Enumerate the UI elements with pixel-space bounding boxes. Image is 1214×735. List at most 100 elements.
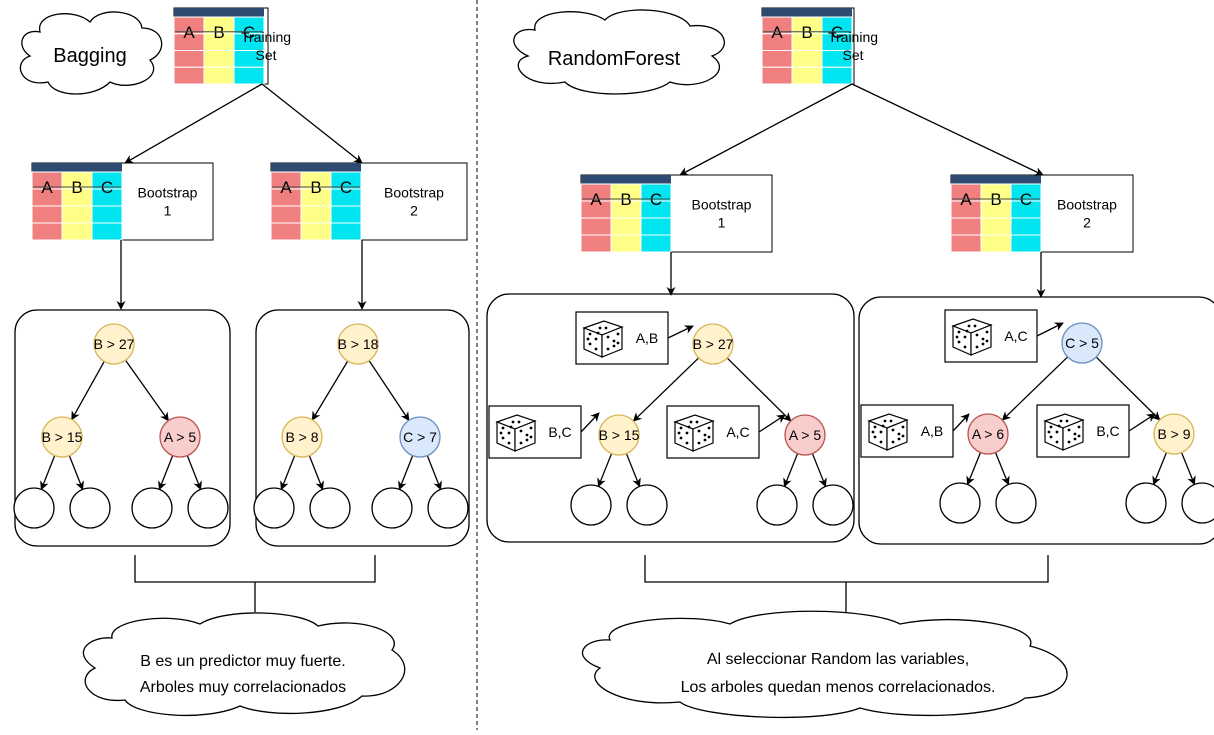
arrow-rf-training-to-bootstrap-2 <box>851 83 1044 176</box>
bagging-tree-2-container <box>255 309 470 547</box>
dice-pip <box>596 331 600 335</box>
bagging-tree-1-leaf-node-2 <box>69 487 111 529</box>
dice-pip <box>501 426 505 430</box>
rf-tree-2-dice-right-features: B,C <box>1096 423 1119 439</box>
dice-pip <box>509 425 513 429</box>
rf-bootstrap-1-cell <box>610 234 642 253</box>
dice-pip <box>507 431 511 435</box>
bagging-tree-1-right-node <box>159 416 201 458</box>
dice-pip <box>525 433 529 437</box>
rf-training-set-cell <box>791 66 823 85</box>
rf-tree-2-dice-left-arrow <box>952 413 970 432</box>
bagging-tree-2-leaf-node-2 <box>309 487 351 529</box>
dice-pip <box>975 345 979 349</box>
bagging-training-set-cell <box>203 66 235 85</box>
bagging-bootstrap-2-label: Bootstrap <box>384 185 444 201</box>
dice-pip <box>695 420 699 424</box>
tree-edge <box>398 455 414 491</box>
dice-pip <box>1067 440 1071 444</box>
rf-tree-2-container <box>858 296 1214 545</box>
tree-edge <box>632 357 700 422</box>
bagging-tree-2-right-node-label: C > 7 <box>403 429 437 445</box>
rf-tree-1-dice-right-features: A,C <box>726 424 749 440</box>
bagging-note-cloud: B es un predictor muy fuerte. Arboles mu… <box>82 612 406 717</box>
dice-icon <box>495 414 537 452</box>
rf-bootstrap-2-cell <box>950 234 982 253</box>
bagging-bootstrap-2-cell <box>330 222 362 241</box>
dice-pip <box>871 430 875 434</box>
dice-pip <box>963 345 967 349</box>
tree-edge <box>308 455 324 491</box>
tree-edge <box>158 455 174 491</box>
dice-pip <box>957 330 961 334</box>
rf-tree-2-left-node <box>967 413 1009 455</box>
dice-pip <box>499 431 503 435</box>
randomforest-note-cloud: Al seleccionar Random las variables, Los… <box>581 610 1068 719</box>
rf-tree-1-dice-right-arrow <box>758 414 786 433</box>
dice-pip <box>586 337 590 341</box>
bagging-bootstrap-2-cell <box>270 205 302 224</box>
dice-pip <box>975 333 979 337</box>
tree-edge <box>368 360 410 422</box>
rf-tree-2-leaf-node-1 <box>939 482 981 524</box>
dice-pip <box>897 437 901 441</box>
bagging-bootstrap-1-cell <box>91 205 123 224</box>
bagging-tree-2-left-node-label: B > 8 <box>285 429 318 445</box>
rf-training-set-label-num: Set <box>842 47 863 63</box>
rf-tree-1-dice-root: A,B <box>575 311 669 365</box>
tree-edge <box>68 455 84 491</box>
bagging-tree-1-root-node-label: B > 27 <box>94 336 135 352</box>
rf-bootstrap-2-header-bar <box>951 175 1041 184</box>
dice-pip <box>612 339 616 343</box>
tree-edge <box>811 453 827 488</box>
dice-pip <box>707 426 711 430</box>
tree-edge <box>1180 452 1196 486</box>
bagging-tree-1-root-node <box>93 323 135 365</box>
rf-bootstrap-1-cell <box>640 217 672 236</box>
randomforest-note-line1: Al seleccionar Random las variables, <box>707 651 969 668</box>
tree-edge <box>125 359 169 422</box>
bagging-tree-1-container <box>14 309 231 547</box>
dice-pip <box>677 431 681 435</box>
rf-training-set-cell <box>821 66 853 85</box>
rf-tree-1-dice-left-features: B,C <box>548 424 571 440</box>
dice-pip <box>685 441 689 445</box>
dice-pip <box>883 419 887 423</box>
bagging-tree-2-leaf-node-3 <box>371 487 413 529</box>
dice-pip <box>873 425 877 429</box>
rf-tree-2-dice-right: B,C <box>1036 404 1130 458</box>
dice-pip <box>1077 434 1081 438</box>
rf-tree-1-root-node-label: B > 27 <box>693 336 734 352</box>
arrow-training-to-bootstrap-2 <box>261 83 363 164</box>
dice-pip <box>685 431 689 435</box>
bagging-tree-1-leaf-node-3 <box>131 487 173 529</box>
bagging-tree-1-leaf-node-1 <box>13 487 55 529</box>
randomforest-note-line2: Los arboles quedan menos correlacionados… <box>681 679 996 696</box>
dice-pip <box>525 438 529 442</box>
bagging-tree-2-root-node <box>337 323 379 365</box>
dice-pip <box>529 435 533 439</box>
randomforest-title: RandomForest <box>548 48 681 70</box>
tree-edge <box>726 357 792 422</box>
bagging-bootstrap-2-cell <box>300 222 332 241</box>
bagging-bootstrap-1-header-bar <box>32 163 122 172</box>
tree-edge <box>1152 452 1168 486</box>
bagging-note-line2: Arboles muy correlacionados <box>140 679 346 696</box>
rf-bootstrap-2-label-num: 2 <box>1083 215 1091 231</box>
dice-pip <box>588 342 592 346</box>
dice-pip <box>891 440 895 444</box>
rf-tree-2-right-node-label: B > 9 <box>1157 426 1190 442</box>
bagging-bootstrap-2-header-bar <box>271 163 361 172</box>
rf-training-set-cell <box>761 50 793 68</box>
dice-pip <box>612 344 616 348</box>
bagging-tree-1-left-node <box>41 416 83 458</box>
randomforest-brace <box>644 555 1049 614</box>
dice-pip <box>985 330 989 334</box>
rf-training-set-header-bar <box>762 8 852 17</box>
dice-pip <box>703 433 707 437</box>
rf-tree-2-dice-root-arrow <box>1036 322 1064 337</box>
